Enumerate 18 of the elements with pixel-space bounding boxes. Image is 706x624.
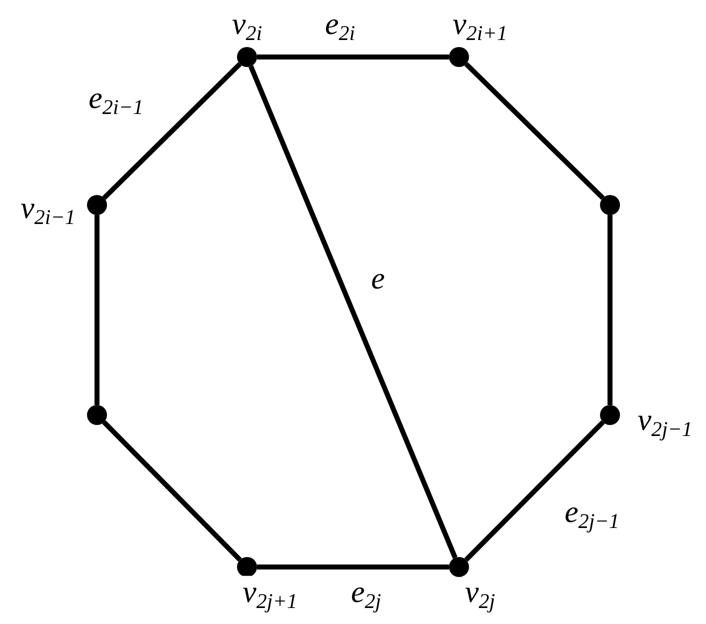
graph-edge (257, 54, 449, 60)
vertex-dot (87, 405, 107, 425)
graph-edge (257, 564, 449, 570)
graph-edge (102, 420, 242, 562)
vertex-dot (600, 405, 620, 425)
graph-edge (464, 62, 605, 200)
vertex-dot (449, 47, 469, 67)
graph-edge (94, 215, 100, 405)
graph-edge (102, 62, 242, 200)
graph-edge (464, 420, 605, 562)
vertex-dot (449, 557, 469, 577)
vertex-label: v$_{2j}$ (462, 576, 498, 612)
vertex-dot (237, 557, 257, 577)
graph-edge (248, 65, 458, 559)
vertex-dot (600, 195, 620, 215)
vertex-dot (237, 47, 257, 67)
graph-edge (608, 215, 612, 405)
vertex-dot (87, 195, 107, 215)
